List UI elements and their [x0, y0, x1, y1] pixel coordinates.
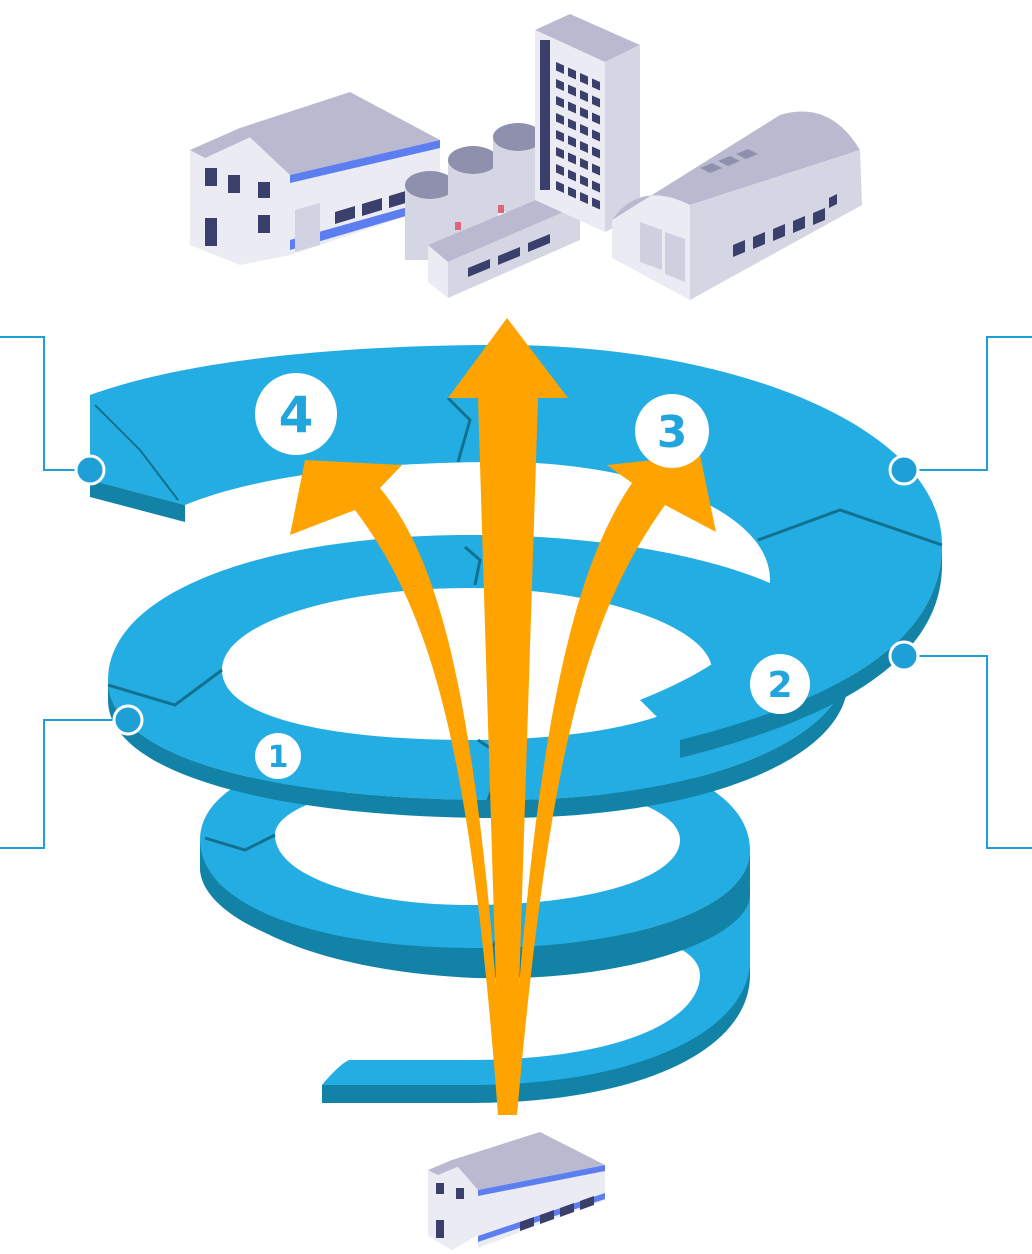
- growth-arrows: [290, 318, 716, 1115]
- spiral-turn-bottom: [200, 838, 750, 1103]
- storage-tanks-icon: [405, 123, 580, 298]
- step-number: 2: [767, 665, 792, 706]
- tower-window: [556, 181, 564, 193]
- tower-window: [592, 163, 600, 176]
- connector-dots: [74, 454, 920, 736]
- step-badges: 1 2 3 4: [255, 373, 810, 779]
- connector-dot-bottom-left: [112, 704, 144, 736]
- tower-window: [568, 101, 576, 114]
- tower-window: [556, 130, 564, 142]
- tower-window: [580, 192, 588, 204]
- tower-window: [592, 95, 600, 108]
- tower-window: [592, 146, 600, 159]
- tower-window: [556, 164, 564, 176]
- arrow-right: [510, 455, 716, 1115]
- tower-window: [556, 79, 564, 91]
- connector-dot-top-left: [74, 454, 106, 486]
- tower-window: [568, 118, 576, 131]
- step-badge-4: 4: [255, 373, 337, 455]
- tower-window: [580, 124, 588, 136]
- connector-dot-bottom-right: [888, 640, 920, 672]
- factory-building-icon: [190, 92, 440, 265]
- connector-bottom-left: [0, 719, 128, 849]
- tower-window: [556, 96, 564, 108]
- tower-window: [592, 78, 600, 91]
- tower-window: [556, 113, 564, 125]
- arrow-left: [290, 460, 505, 1115]
- tower-window: [568, 135, 576, 148]
- step-number: 3: [657, 407, 688, 458]
- tower-window: [580, 158, 588, 170]
- tower-window: [568, 152, 576, 165]
- step-number: 1: [268, 740, 289, 775]
- tower-window: [568, 169, 576, 182]
- tower-window: [580, 141, 588, 153]
- tower-window: [592, 112, 600, 125]
- connector-top-left: [0, 336, 90, 471]
- tower-window: [568, 67, 576, 80]
- connector-bottom-right: [904, 655, 1032, 849]
- tower-window: [580, 90, 588, 102]
- tower-window: [556, 62, 564, 74]
- tower-window: [580, 73, 588, 85]
- tower-window: [580, 175, 588, 187]
- tower-window: [556, 147, 564, 159]
- connector-dot-top-right: [888, 454, 920, 486]
- top-buildings-cluster: [190, 14, 862, 300]
- tower-window: [568, 186, 576, 199]
- tower-window: [592, 129, 600, 142]
- step-badge-1: 1: [255, 733, 301, 779]
- small-factory-icon: [428, 1132, 605, 1250]
- warehouse-hangar-icon: [612, 111, 862, 300]
- tower-window: [568, 84, 576, 97]
- tower-window: [580, 107, 588, 119]
- step-badge-3: 3: [635, 394, 709, 468]
- tower-window: [592, 197, 600, 210]
- arrow-center: [448, 318, 568, 1115]
- office-tower-icon: [535, 14, 640, 232]
- step-badge-2: 2: [750, 654, 810, 714]
- connector-lines: [0, 336, 1032, 849]
- step-number: 4: [279, 386, 314, 444]
- connector-top-right: [904, 336, 1032, 471]
- tower-window: [592, 180, 600, 193]
